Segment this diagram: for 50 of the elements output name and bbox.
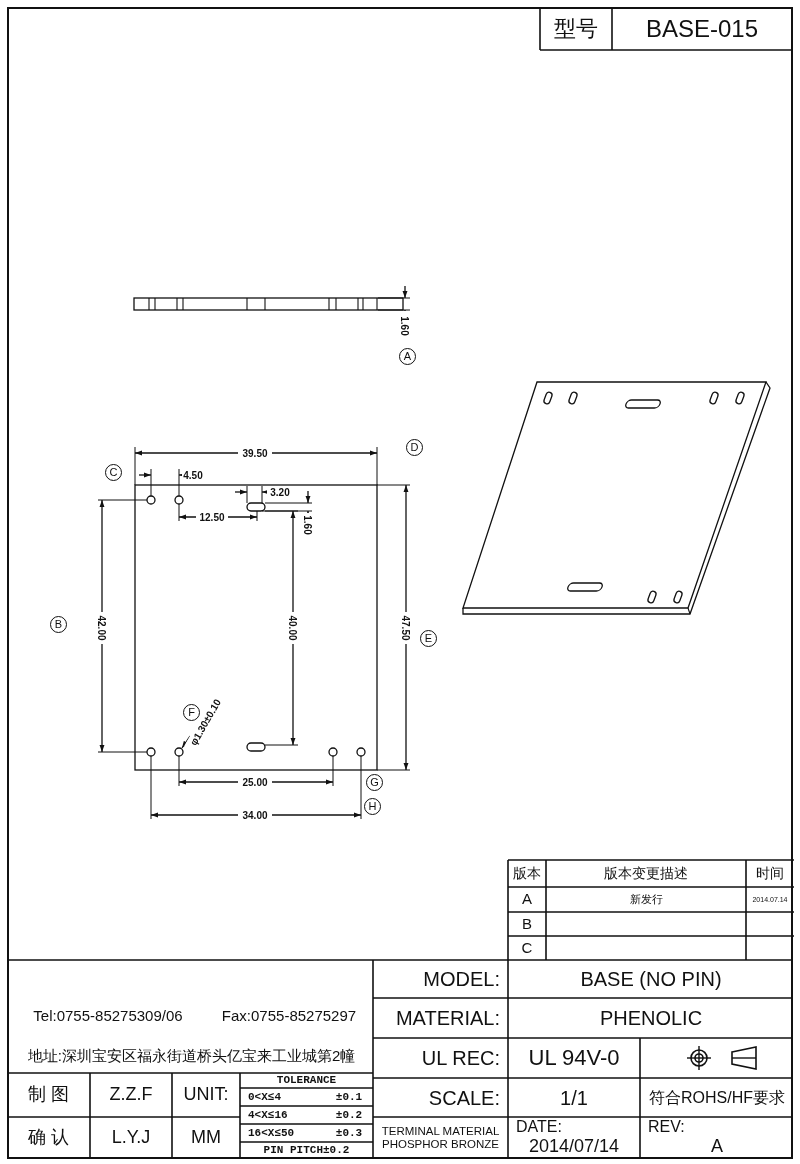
- tolerance-value: PIN PITCH±0.2: [262, 1142, 351, 1158]
- dimension-value: 25.00: [238, 776, 272, 788]
- table-header: 版本: [512, 863, 542, 883]
- fax-number: Fax:0755-85275297: [220, 1005, 358, 1026]
- dimension-value: 39.50: [238, 447, 272, 459]
- title-block-label: UL REC:: [420, 1046, 501, 1071]
- dimension-value: 40.00: [287, 612, 299, 644]
- revision-note: 新发行: [628, 892, 664, 908]
- tolerance-heading: TOLERANCE: [275, 1073, 338, 1088]
- title-block-value: UL 94V-0: [527, 1043, 621, 1072]
- tolerance-value: ±0.3: [334, 1125, 364, 1141]
- dimension-value: 34.00: [238, 809, 272, 821]
- title-block-label: SCALE:: [427, 1085, 501, 1111]
- dimension-value: 12.50: [196, 511, 228, 523]
- tolerance-value: ±0.1: [334, 1089, 364, 1105]
- table-header: 时间: [755, 863, 785, 883]
- dimension-value: 47.50: [400, 612, 412, 644]
- revision-letter: C: [520, 937, 534, 958]
- title-block-value: Z.Z.F: [108, 1083, 154, 1107]
- title-block-label: 制 图: [27, 1083, 71, 1107]
- dimension-value: 3.20: [267, 486, 293, 498]
- title-block-value: PHENOLIC: [598, 1006, 704, 1031]
- table-header: 版本变更描述: [603, 863, 689, 883]
- title-block-label: MODEL:: [422, 967, 501, 992]
- address-text: 地址:深圳宝安区福永街道桥头亿宝来工业城第2幢: [26, 1045, 357, 1066]
- title-block-value: A: [710, 1136, 724, 1158]
- title-block-label: REV:: [647, 1117, 686, 1137]
- tolerance-range: 4<X≤16: [247, 1107, 289, 1123]
- tolerance-range: 0<X≤4: [247, 1089, 282, 1105]
- title-block-value: 1/1: [559, 1085, 589, 1111]
- title-block-value: MM: [190, 1125, 222, 1149]
- title-block-label: DATE:: [515, 1117, 563, 1137]
- title-block-value: BASE (NO PIN): [579, 967, 723, 992]
- dimension-value: 1.60: [302, 513, 314, 537]
- phone-number: Tel:0755-85275309/06: [32, 1005, 184, 1026]
- title-block-label: 型号: [553, 14, 599, 43]
- dimension-value: 42.00: [96, 612, 108, 644]
- compliance-note: 符合ROHS/HF要求: [648, 1087, 786, 1108]
- dimension-value: 4.50: [182, 469, 204, 481]
- title-block-label: MATERIAL:: [394, 1006, 501, 1031]
- title-block-value: 2014/07/14: [527, 1136, 621, 1158]
- tolerance-value: ±0.2: [334, 1107, 364, 1123]
- terminal-material-note: TERMINAL MATERIAL PHOSPHOR BRONZE: [380, 1123, 501, 1152]
- revision-letter: B: [521, 913, 533, 934]
- tolerance-range: 16<X≤50: [247, 1125, 296, 1141]
- title-block-value: L.Y.J: [110, 1125, 152, 1149]
- title-block-label: 确 认: [27, 1125, 71, 1149]
- part-number: BASE-015: [644, 13, 760, 44]
- revision-letter: A: [521, 889, 533, 910]
- title-block-label: UNIT:: [182, 1083, 230, 1107]
